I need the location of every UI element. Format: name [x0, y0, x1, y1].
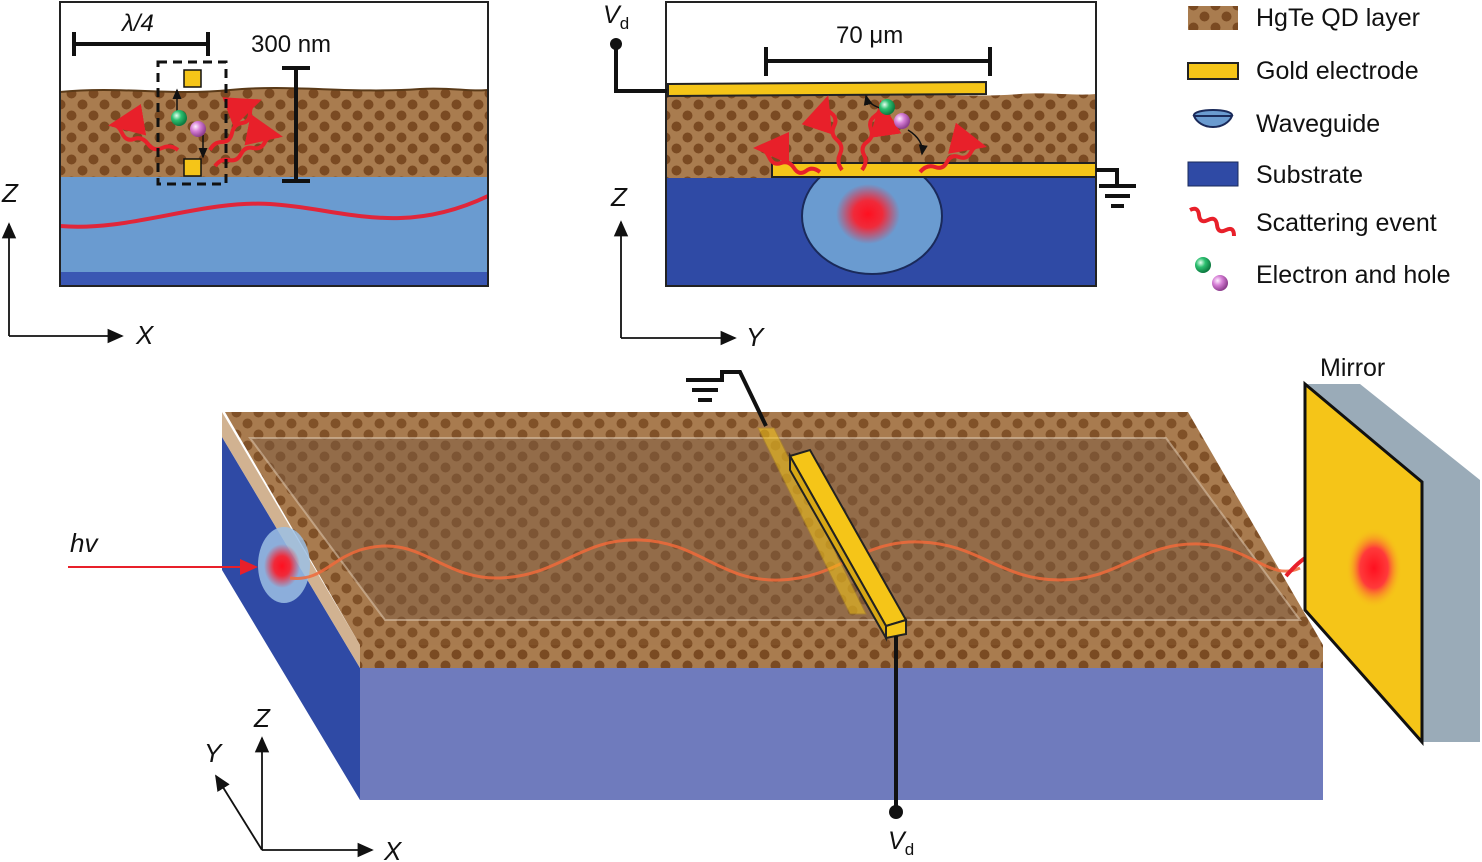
- ground-symbol: [1096, 168, 1136, 208]
- legend-label-substrate: Substrate: [1256, 161, 1363, 189]
- vd-terminal-top: Vd: [603, 1, 667, 93]
- waveguide-region: [60, 176, 488, 276]
- input-light-label: hv: [70, 528, 99, 558]
- lambda-quarter-label: λ/4: [120, 10, 154, 37]
- legend-swatch-gold: [1187, 62, 1239, 80]
- legend-swatch-substrate: [1187, 161, 1239, 187]
- gold-contact-bottom: [183, 158, 202, 177]
- axis-y-label: Y: [746, 322, 765, 352]
- gold-electrode-bottom: [771, 162, 1096, 178]
- legend-swatch-electron: [1195, 257, 1211, 273]
- legend-swatch-scatter: [1189, 206, 1236, 237]
- axes-yz: Z Y: [610, 182, 765, 352]
- scattering-squiggle: [108, 103, 180, 152]
- gold-electrode-front-end: [885, 618, 907, 640]
- gold-electrode-top: [667, 80, 987, 98]
- electron: [879, 99, 895, 115]
- scattering-squiggle: [801, 95, 844, 172]
- legend-swatch-waveguide: [1192, 109, 1234, 129]
- axis-z-label: Z: [610, 182, 628, 212]
- hole: [894, 113, 910, 129]
- guided-mode-wave-3d: [289, 538, 1301, 582]
- input-spot: [264, 544, 300, 588]
- scattering-squiggle: [918, 122, 987, 174]
- width-label: 70 μm: [836, 22, 903, 49]
- legend: HgTe QD layer Gold electrode Waveguide S…: [1187, 4, 1451, 291]
- axes-xz: Z X: [1, 178, 155, 350]
- hole: [190, 121, 206, 137]
- qd-layer: [60, 88, 488, 177]
- qd-front-edge: [360, 645, 1323, 668]
- vd-label-3d: V: [888, 827, 907, 855]
- scattering-squiggle: [860, 100, 902, 172]
- panel-yz-cross-section: 70 μm Vd: [603, 1, 1136, 287]
- mirror-label: Mirror: [1320, 354, 1385, 382]
- gold-contact-top: [183, 69, 202, 88]
- waveguide-channel: [250, 438, 1300, 620]
- axis-x-label: X: [135, 320, 155, 350]
- svg-text:Vd: Vd: [603, 1, 629, 33]
- legend-label-scatter: Scattering event: [1256, 209, 1437, 237]
- substrate-front-face: [360, 668, 1323, 800]
- scattering-squiggle: [208, 97, 262, 151]
- axis-x-label-3d: X: [383, 836, 403, 862]
- substrate-left-face: [222, 437, 360, 800]
- axis-z-label-3d: Z: [253, 703, 271, 733]
- axis-y-label-3d: Y: [204, 738, 223, 768]
- thickness-label: 300 nm: [251, 31, 331, 58]
- ground-symbol-3d: [686, 370, 768, 427]
- legend-label-qd: HgTe QD layer: [1256, 4, 1420, 32]
- guided-mode-wave: [60, 194, 488, 229]
- axis-z-label: Z: [1, 178, 19, 208]
- qd-top-layer: [225, 412, 1323, 645]
- guided-mode-spot: [836, 184, 900, 244]
- unit-cell-box: [156, 60, 228, 186]
- legend-label-carriers: Electron and hole: [1256, 261, 1451, 289]
- electron: [171, 110, 187, 126]
- axes-xyz: Z Y X: [204, 703, 403, 862]
- scattering-squiggle: [213, 114, 283, 168]
- vd-subscript-3d: d: [905, 840, 914, 859]
- mirror: Mirror: [1303, 354, 1480, 746]
- legend-label-gold: Gold electrode: [1256, 57, 1419, 85]
- vd-label: V: [603, 1, 622, 29]
- legend-label-waveguide: Waveguide: [1256, 110, 1380, 138]
- mirror-spot: [1346, 528, 1402, 608]
- substrate-strip: [60, 272, 488, 286]
- legend-swatch-qd: [1188, 6, 1238, 30]
- gold-electrode-rear: [757, 427, 867, 615]
- svg-text:Vd: Vd: [888, 827, 914, 859]
- legend-swatch-hole: [1212, 275, 1228, 291]
- scattering-squiggle: [753, 132, 822, 175]
- device-3d: Vd hv: [68, 370, 1361, 859]
- vd-subscript: d: [620, 14, 629, 33]
- panel-xz-cross-section: λ/4 300 nm: [59, 1, 489, 287]
